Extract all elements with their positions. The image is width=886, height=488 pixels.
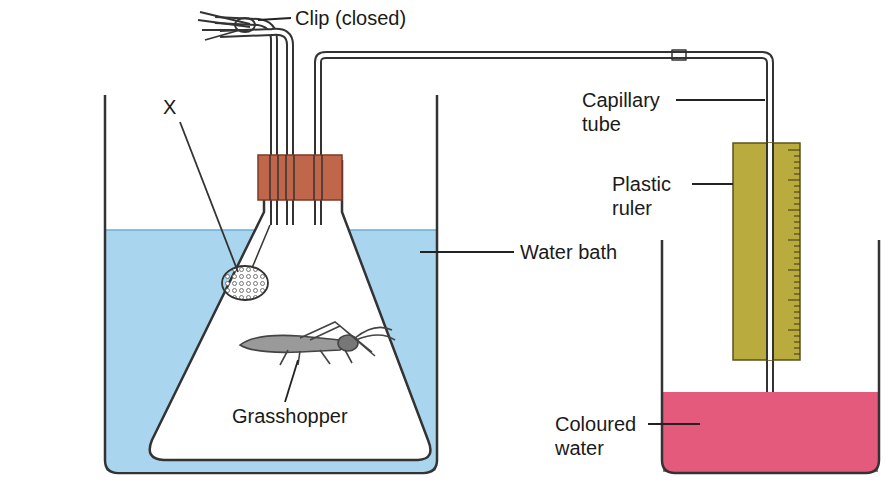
clip: [198, 12, 255, 40]
rubber-stopper: [258, 155, 342, 200]
water-bath-label: Water bath: [520, 240, 617, 264]
leader-line: [180, 122, 238, 272]
leader-lines: [258, 18, 765, 424]
grasshopper: [240, 322, 395, 365]
grasshopper-label: Grasshopper: [232, 404, 348, 428]
soda-lime-bag: [222, 266, 268, 300]
coloured-water-label: Coloured water: [555, 412, 655, 460]
capillary-label: Capillary tube: [582, 88, 692, 136]
part-label: X: [163, 95, 176, 119]
ruler-label: Plastic ruler: [612, 172, 692, 220]
plastic-ruler: [733, 143, 800, 360]
glass-tubes: [215, 20, 770, 432]
coloured-water: [663, 392, 878, 472]
clip-label: Clip (closed): [295, 6, 406, 30]
